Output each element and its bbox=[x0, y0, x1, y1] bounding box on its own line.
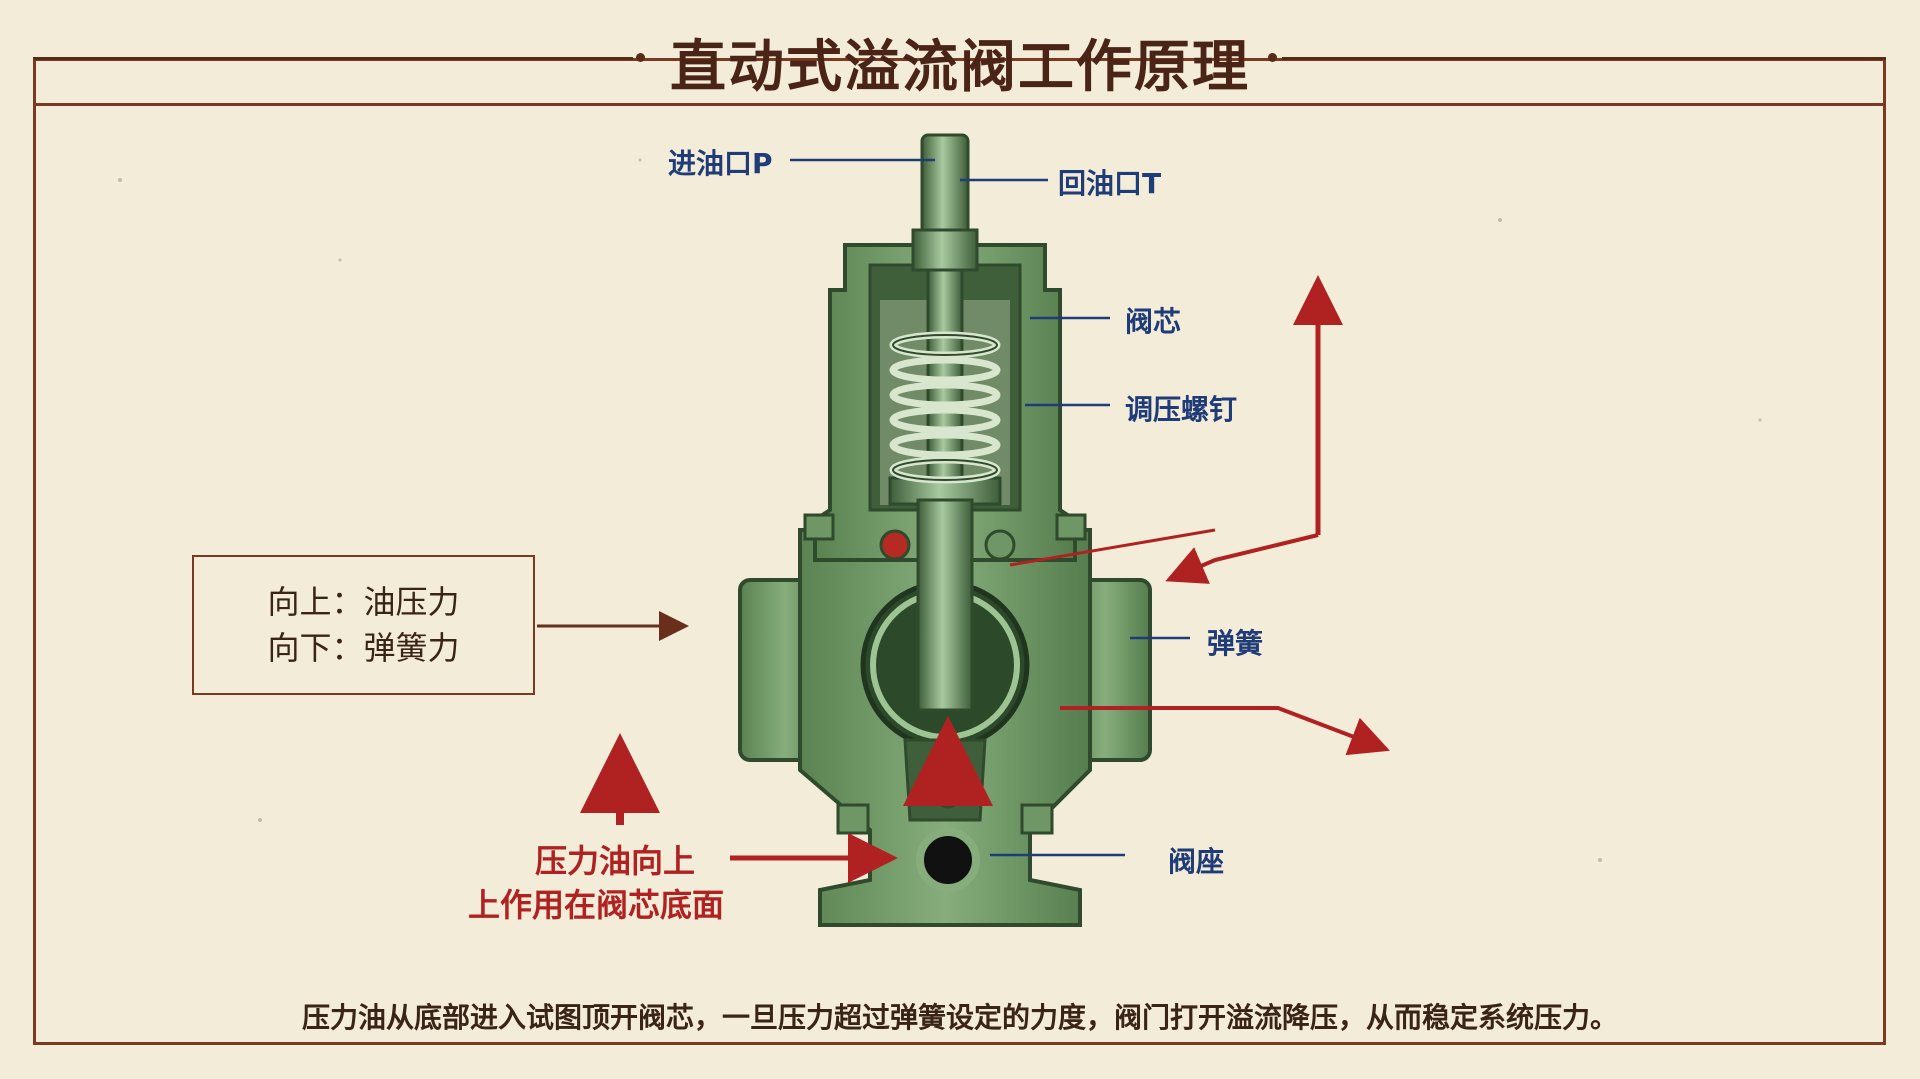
title-rule-left bbox=[33, 57, 633, 60]
pressure-note-line1: 压力油向上 bbox=[535, 842, 696, 880]
outer-frame bbox=[33, 58, 1886, 1045]
title-ornament-right bbox=[1268, 53, 1277, 62]
flow-arrows bbox=[580, 275, 1390, 883]
force-note-down: 向下：弹簧力 bbox=[267, 629, 460, 667]
leader-lines bbox=[790, 158, 1190, 857]
page-title: 直动式溢流阀工作原理 bbox=[670, 35, 1250, 100]
label-adjust-screw: 调压螺钉 bbox=[1125, 393, 1238, 426]
force-note-box: 向上：油压力 向下：弹簧力 bbox=[192, 555, 535, 695]
caption: 压力油从底部进入试图顶开阀芯，一旦压力超过弹簧设定的力度，阀门打开溢流降压，从而… bbox=[301, 1001, 1618, 1034]
pressure-note-line2: 上作用在阀芯底面 bbox=[468, 886, 725, 924]
label-inlet-p: 进油口P bbox=[668, 147, 773, 180]
valve-stem bbox=[888, 133, 1002, 712]
title-divider bbox=[33, 103, 1886, 106]
label-spring: 弹簧 bbox=[1207, 627, 1264, 660]
label-valve-seat: 阀座 bbox=[1168, 845, 1225, 878]
label-return-t: 回油口T bbox=[1058, 167, 1162, 200]
title-rule-right bbox=[1282, 57, 1886, 60]
label-valve-core: 阀芯 bbox=[1125, 305, 1182, 338]
title-ornament-left bbox=[636, 53, 645, 62]
force-note-up: 向上：油压力 bbox=[267, 583, 460, 621]
